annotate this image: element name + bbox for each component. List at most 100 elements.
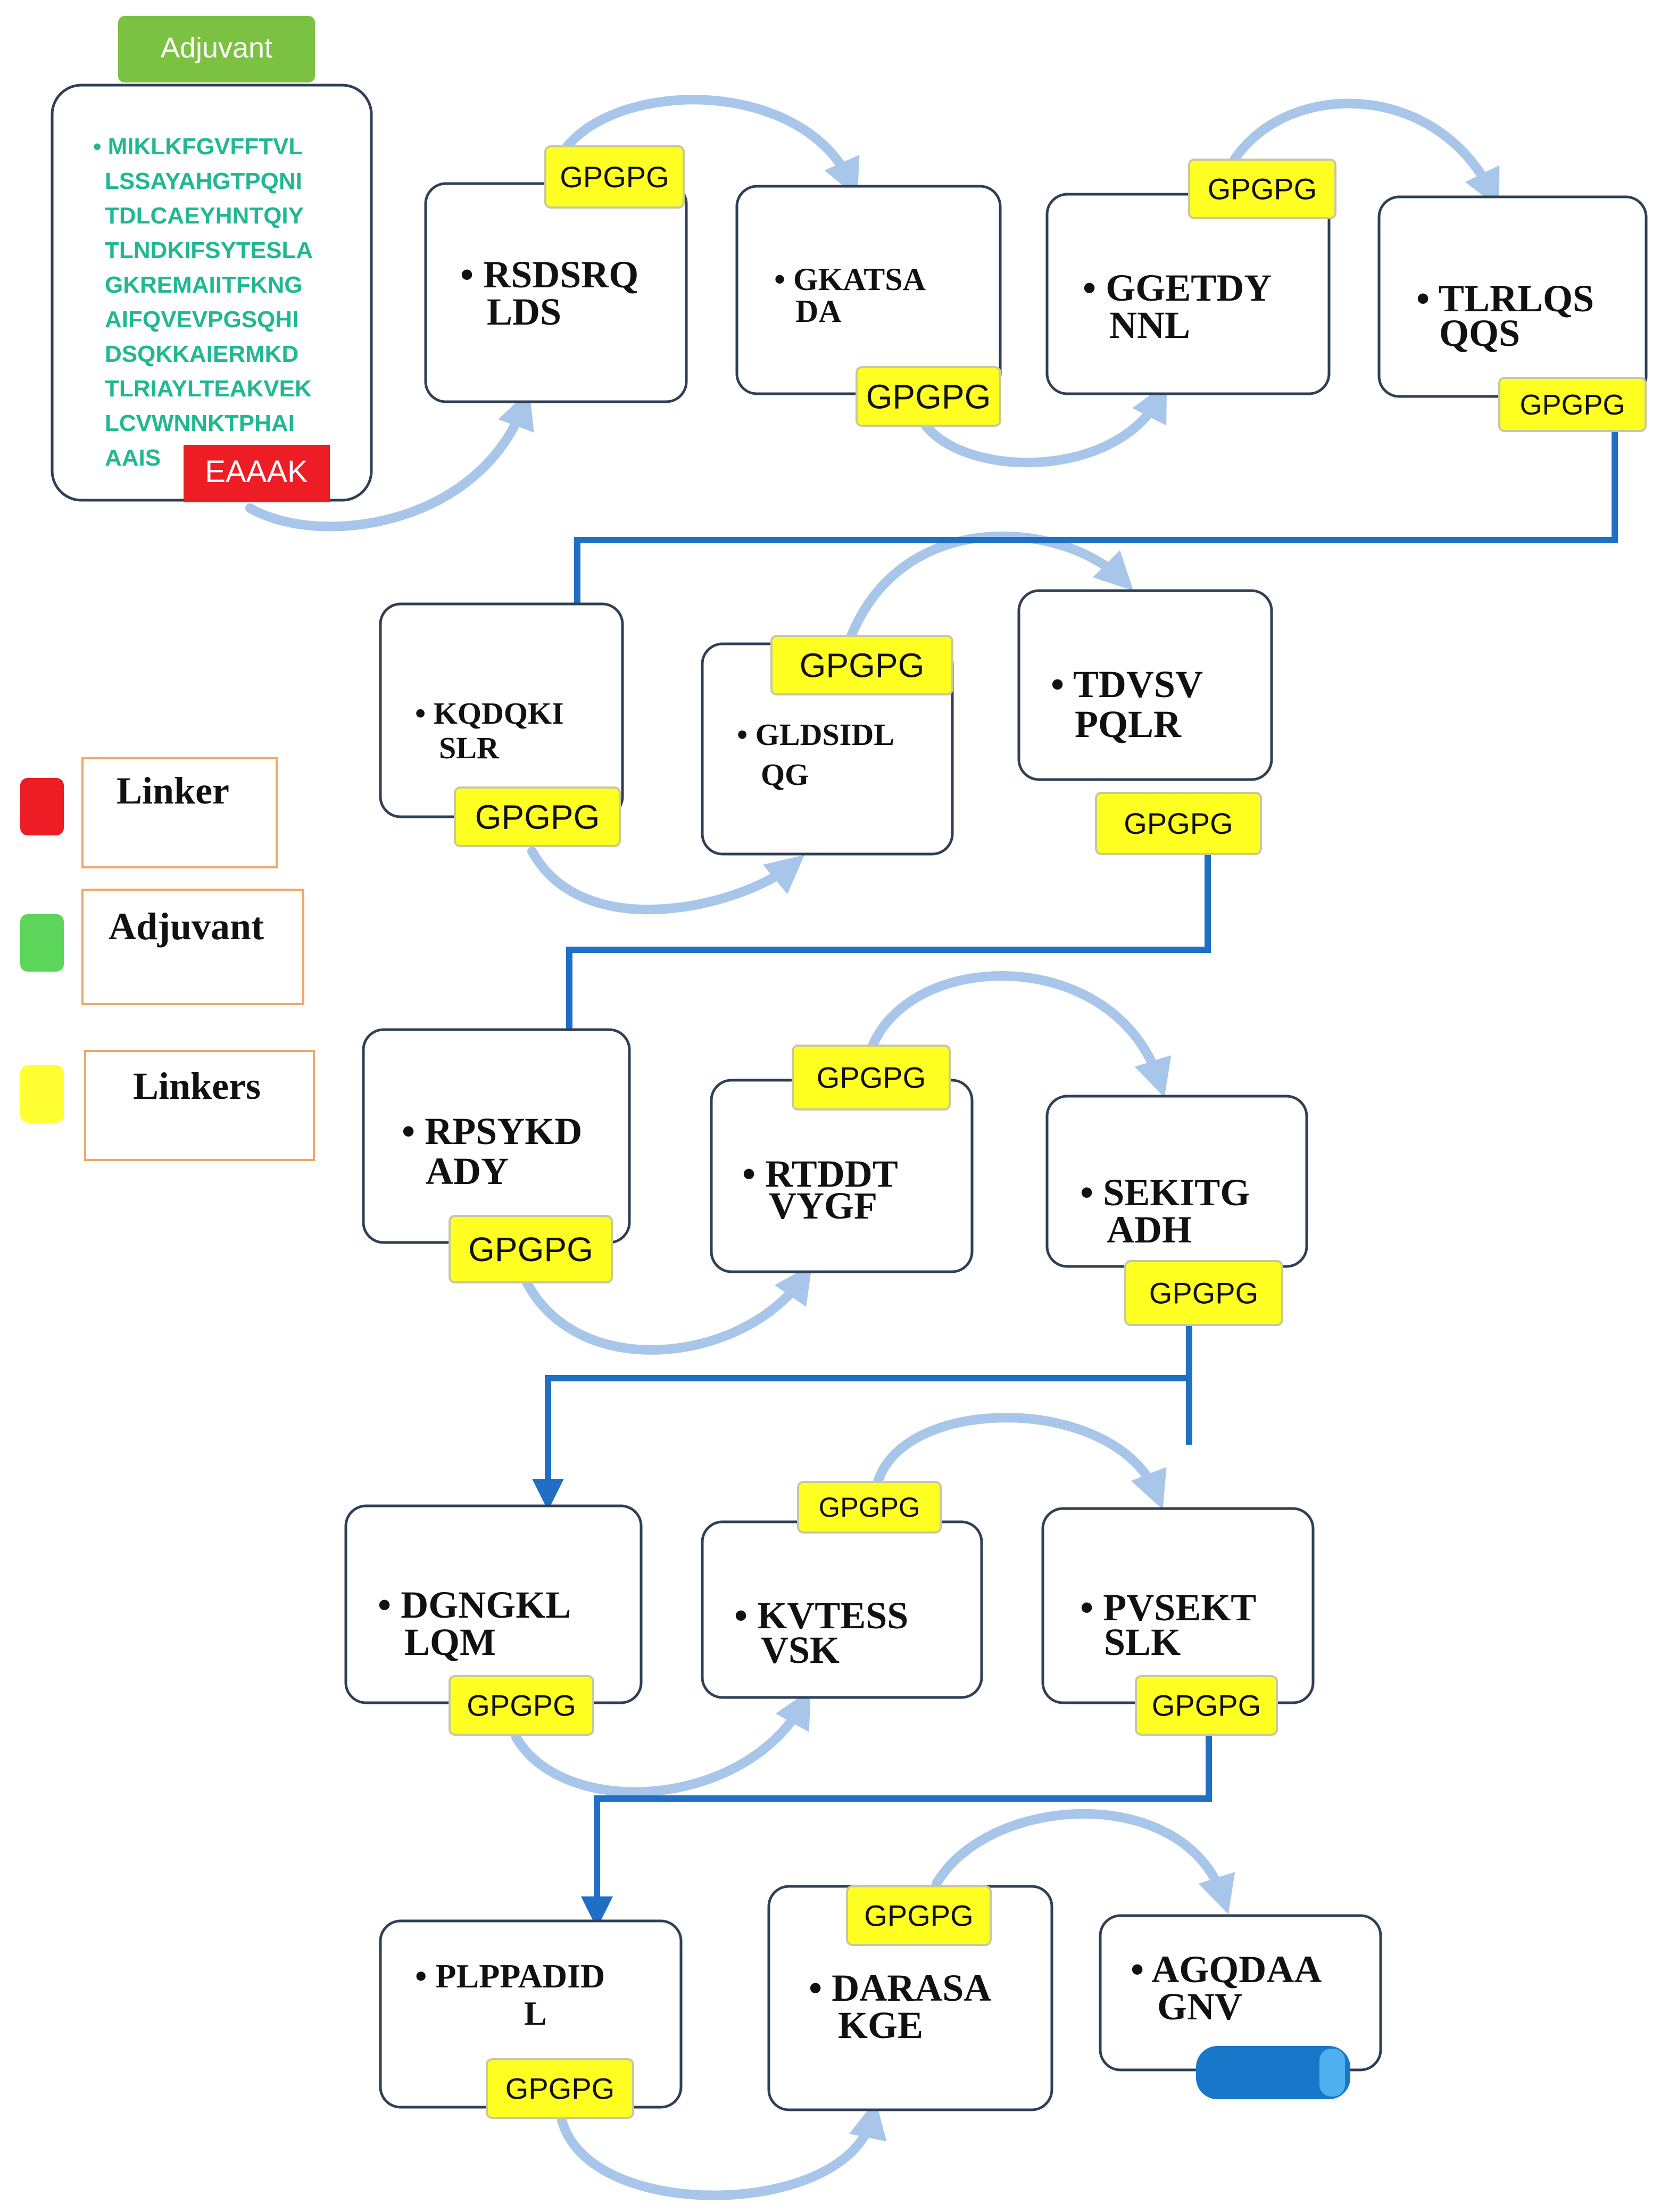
gpgpg-linker-label: GPGPG — [560, 160, 669, 194]
legend-box-linkers — [84, 1050, 315, 1161]
legend: Linker Adjuvant Linkers — [20, 757, 315, 1161]
adjuvant-header-text: Adjuvant — [161, 32, 272, 64]
epitope-sequence-text: GNV — [1157, 1985, 1242, 2028]
flow-arc-arrow — [921, 383, 1167, 468]
adjuvant-sequence-line: GKREMAIITFKNG — [105, 272, 303, 298]
gpgpg-linker-label: GPGPG — [475, 798, 600, 836]
epitope-sequence-text: KGE — [838, 2004, 923, 2047]
epitope-sequence-text: ADY — [426, 1150, 509, 1192]
gpgpg-linker: GPGPG — [792, 1045, 951, 1111]
legend-box-adjuvant — [81, 889, 304, 1005]
epitope-sequence-text: VSK — [761, 1629, 840, 1671]
gpgpg-linker-label: GPGPG — [1152, 1689, 1261, 1722]
adjuvant-sequence-line: LSSAYAHGTPQNI — [105, 168, 302, 194]
gpgpg-linker: GPGPG — [1135, 1675, 1278, 1736]
epitope-sequence-text: • GGETDY — [1083, 267, 1272, 309]
epitope-sequence-text: QG — [761, 757, 809, 792]
epitope-sequence-text: ADH — [1107, 1208, 1192, 1251]
row-connector-line — [532, 1325, 1192, 1511]
gpgpg-linker-box — [486, 2058, 634, 2119]
epitope-sequence-text: QQS — [1439, 312, 1520, 354]
epitope-box: • GLDSIDL QG — [701, 642, 954, 856]
flow-arc-arrow — [511, 1689, 811, 1797]
epitope-sequence-text: • AGQDAA — [1131, 1948, 1322, 1991]
adjuvant-block: Adjuvant • MIKLKFGVFFTVLLSSAYAHGTPQNITDL… — [51, 16, 373, 502]
gpgpg-linker: GPGPG — [770, 635, 953, 695]
adjuvant-header-tab — [118, 16, 315, 82]
legend-swatch-linkers — [20, 1065, 64, 1123]
epitope-sequence-text: L — [524, 1994, 547, 2032]
gpgpg-linker-label: GPGPG — [505, 2072, 615, 2106]
epitope-sequence-text: • RSDSRQ — [460, 253, 638, 296]
adjuvant-sequence-line: TLRIAYLTEAKVEK — [105, 376, 312, 402]
epitope-sequence-text: • RTDDT — [742, 1153, 898, 1195]
flow-arc-arrow — [932, 1809, 1235, 1915]
row-connectors — [532, 431, 1618, 1928]
epitope-box-frame — [1017, 589, 1273, 781]
legend-box-linker — [81, 757, 278, 868]
legend-label-adjuvant: Adjuvant — [109, 905, 264, 948]
gpgpg-linker-box — [770, 635, 953, 695]
flow-arc-arrow — [546, 95, 860, 198]
row-connector-line — [574, 431, 1618, 604]
epitope-sequence-text: LDS — [487, 291, 561, 333]
epitope-sequence-text: • PVSEKT — [1080, 1586, 1256, 1629]
legend-label-linkers: Linkers — [133, 1065, 261, 1107]
gpgpg-linker-label: GPGPG — [1149, 1277, 1258, 1310]
epitope-sequence-text: NNL — [1109, 304, 1190, 346]
row-connector-line — [566, 854, 1211, 1030]
gpgpg-linker-label: GPGPG — [800, 646, 925, 684]
gpgpg-linker: GPGPG — [544, 145, 685, 209]
gpgpg-linker-label: GPGPG — [1208, 172, 1317, 206]
gpgpg-linker: GPGPG — [1498, 377, 1647, 432]
gpgpg-linker-box — [544, 145, 685, 209]
c-terminal-cap — [1196, 2046, 1350, 2099]
adjuvant-sequence-line: TDLCAEYHNTQIY — [105, 203, 304, 229]
gpgpg-linker-box — [1124, 1260, 1283, 1326]
gpgpg-linker-label: GPGPG — [467, 1689, 576, 1722]
legend-label-linker: Linker — [117, 769, 229, 812]
flow-arc-arrow — [522, 1264, 812, 1355]
gpgpg-linker-box — [792, 1045, 951, 1111]
epitope-sequence-text: • RPSYKD — [402, 1110, 582, 1153]
row-connector-line — [581, 1676, 1212, 1928]
epitope-sequence-text: • TLRLQS — [1416, 277, 1594, 320]
flow-arc-arrow — [1230, 98, 1500, 208]
gpgpg-linker-box — [846, 1885, 992, 1946]
flow-arc-arrow — [245, 390, 534, 532]
legend-swatch-adjuvant — [20, 914, 64, 972]
gpgpg-linker-box — [1188, 159, 1336, 219]
gpgpg-linker-label: GPGPG — [864, 1899, 973, 1933]
flow-arc-arrow — [873, 1413, 1167, 1510]
gpgpg-linker-box — [449, 1215, 613, 1283]
c-terminal-cap-highlight — [1319, 2049, 1345, 2097]
gpgpg-linker: GPGPG — [846, 1885, 992, 1946]
epitope-sequence-text: LQM — [404, 1621, 496, 1663]
epitope-sequence-text: • KQDQKI — [415, 696, 564, 731]
adjuvant-sequence-line: AIFQVEVPGSQHI — [105, 306, 298, 333]
epitope-sequence-text: • DARASA — [809, 1967, 991, 2009]
gpgpg-linker: GPGPG — [1188, 159, 1336, 219]
epitope-sequence-text: • KVTESS — [734, 1594, 908, 1637]
gpgpg-linker: GPGPG — [449, 1215, 613, 1283]
gpgpg-linker-box — [1095, 792, 1262, 855]
epitope-sequence-text: • TDVSV — [1051, 663, 1203, 706]
gpgpg-linker-box — [1498, 377, 1647, 432]
gpgpg-linker-box — [1135, 1675, 1278, 1736]
gpgpg-linker-box — [856, 366, 1001, 427]
epitope-sequence-text: VYGF — [769, 1184, 877, 1227]
epitope-sequence-text: DA — [795, 294, 842, 329]
adjuvant-sequence-line: LCVWNNKTPHAI — [105, 410, 295, 436]
gpgpg-linker: GPGPG — [454, 786, 621, 847]
epitope-sequence-text: • GLDSIDL — [737, 717, 894, 752]
flow-arc-arrow — [868, 971, 1172, 1098]
